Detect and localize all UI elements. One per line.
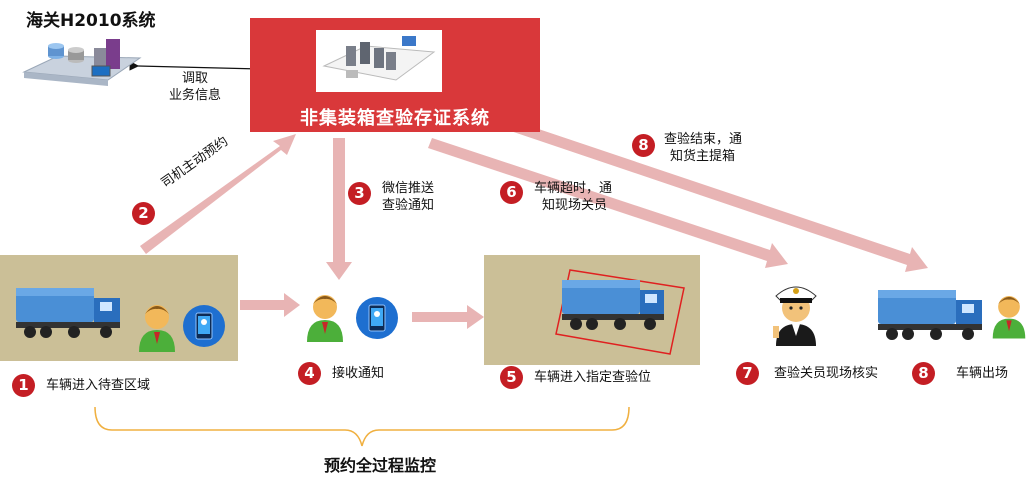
step-3-label: 微信推送 查验通知: [382, 181, 435, 213]
step-8-notify-badge: 8: [632, 134, 655, 157]
arrow-step-3: [326, 138, 352, 280]
phone-icon-step-4: [356, 297, 398, 339]
network-diagram-icon: [316, 30, 442, 92]
arrow-step-2: [140, 134, 296, 254]
monitoring-footer-label: 预约全过程监控: [323, 456, 436, 475]
step-8-exit-label: 车辆出场: [956, 366, 1009, 381]
step-7-badge: 7: [736, 362, 759, 385]
step-6-label: 车辆超时，通 知现场关员: [534, 181, 613, 213]
phone-icon: [183, 305, 225, 347]
step-8-exit-badge: 8: [912, 362, 935, 385]
step-4-label: 接收通知: [332, 366, 385, 381]
truck-icon: [16, 288, 120, 338]
step-8-notify-label: 查验结束，通 知货主提箱: [664, 132, 743, 164]
arrow-phone4-to-panel5: [412, 305, 484, 329]
step-1-label: 车辆进入待查区域: [46, 378, 151, 393]
customs-officer-icon: [773, 286, 817, 346]
arrow-panel1-to-person4: [240, 293, 300, 317]
step-6-badge: 6: [500, 181, 523, 204]
server-rack-icon: [22, 39, 142, 86]
core-system-title: 非集装箱查验存证系统: [300, 108, 490, 129]
arrow-step-6: [428, 138, 788, 268]
exit-driver-icon: [992, 296, 1026, 339]
step-5-label: 车辆进入指定查验位: [534, 370, 652, 385]
driver-icon: [139, 305, 175, 352]
driver-icon-step-4: [307, 295, 343, 342]
arrow-step-8: [484, 112, 928, 272]
step-2-badge: 2: [132, 202, 155, 225]
step-1-badge: 1: [12, 374, 35, 397]
link-label: 调取 业务信息: [168, 71, 221, 103]
external-system-title: 海关H2010系统: [26, 11, 156, 31]
step-7-label: 查验关员现场核实: [774, 366, 879, 381]
step-3-badge: 3: [348, 182, 371, 205]
monitor-brace: [94, 406, 630, 447]
step-5-badge: 5: [500, 366, 523, 389]
exit-truck-icon: [878, 290, 982, 340]
truck-in-bay-icon: [555, 269, 685, 355]
step-4-badge: 4: [298, 362, 321, 385]
